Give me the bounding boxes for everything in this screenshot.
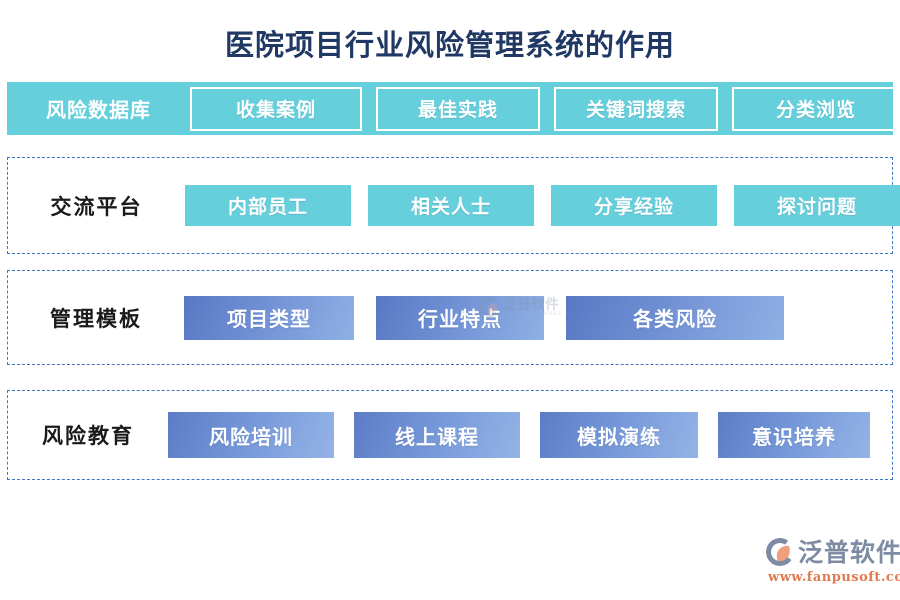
row-risk-education: 风险教育 风险培训 线上课程 模拟演练 意识培养 — [7, 390, 893, 480]
row-label-exchange-platform: 交流平台 — [50, 193, 143, 219]
chip-group-management-template: 项目类型 行业特点 各类风险 — [184, 271, 892, 364]
chip-group-risk-education: 风险培训 线上课程 模拟演练 意识培养 — [168, 391, 892, 479]
chip-related-persons[interactable]: 相关人士 — [368, 185, 534, 226]
row-risk-database: 风险数据库 收集案例 最佳实践 关键词搜索 分类浏览 — [7, 82, 900, 135]
chip-various-risks[interactable]: 各类风险 — [566, 295, 784, 340]
brand-swoosh-icon — [763, 535, 797, 569]
row-label-risk-database: 风险数据库 — [46, 98, 151, 122]
chip-discuss-issues[interactable]: 探讨问题 — [734, 185, 900, 226]
row-label-risk-education: 风险教育 — [42, 423, 134, 448]
chip-best-practices[interactable]: 最佳实践 — [376, 86, 540, 131]
chip-online-courses[interactable]: 线上课程 — [354, 412, 520, 458]
brand-name: 泛普软件 — [798, 537, 900, 567]
row-exchange-platform: 交流平台 内部员工 相关人士 分享经验 探讨问题 — [7, 157, 900, 254]
chip-keyword-search[interactable]: 关键词搜索 — [554, 86, 718, 131]
chip-group-exchange-platform: 内部员工 相关人士 分享经验 探讨问题 — [185, 158, 900, 253]
row-label-management-template: 管理模板 — [50, 305, 142, 331]
chip-group-risk-database: 收集案例 最佳实践 关键词搜索 分类浏览 — [190, 82, 900, 135]
row-management-template: 管理模板 项目类型 行业特点 各类风险 — [7, 270, 893, 365]
chip-internal-staff[interactable]: 内部员工 — [185, 185, 351, 226]
brand-logo: 泛普软件 www.fanpusoft.com — [763, 535, 900, 585]
chip-awareness-building[interactable]: 意识培养 — [718, 412, 870, 458]
chip-collect-cases[interactable]: 收集案例 — [190, 86, 362, 131]
chip-share-experience[interactable]: 分享经验 — [551, 185, 717, 226]
brand-logo-row: 泛普软件 — [763, 535, 900, 569]
page-title: 医院项目行业风险管理系统的作用 — [224, 28, 675, 62]
chip-industry-features[interactable]: 行业特点 — [376, 295, 544, 340]
brand-url: www.fanpusoft.com — [768, 570, 900, 585]
chip-category-browse[interactable]: 分类浏览 — [732, 86, 900, 131]
chip-risk-training[interactable]: 风险培训 — [168, 412, 334, 458]
chip-simulation-drills[interactable]: 模拟演练 — [540, 412, 698, 458]
chip-project-type[interactable]: 项目类型 — [184, 295, 354, 340]
